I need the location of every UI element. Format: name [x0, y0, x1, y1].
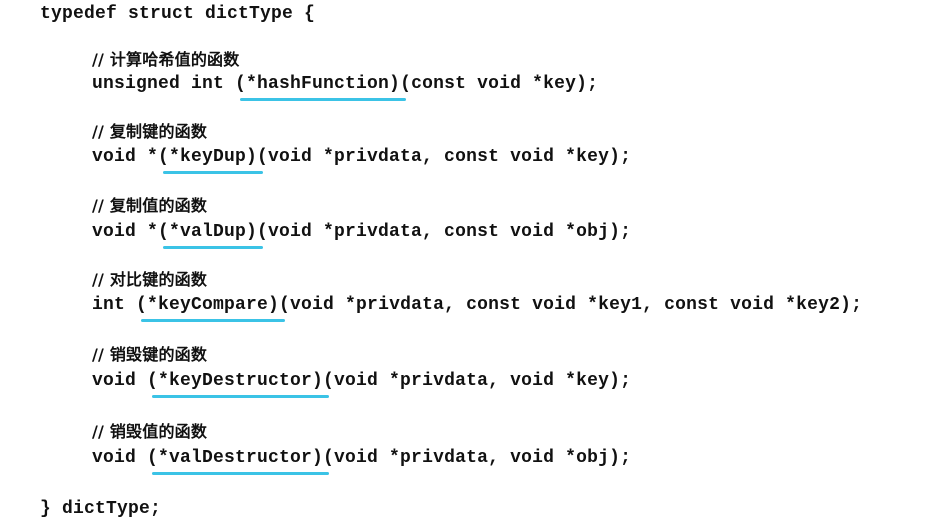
member-prefix: int ( — [92, 295, 148, 315]
member-val-dup: void *(*valDup)(void *privdata, const vo… — [92, 221, 632, 249]
struct-open-line: typedef struct dictType { — [40, 4, 316, 24]
comment-val-destructor: // 销毁值的函数 — [92, 422, 208, 441]
member-prefix: void *( — [92, 222, 170, 242]
member-prefix: void ( — [92, 448, 159, 468]
highlighted-name-key-compare: *keyCompare) — [141, 295, 286, 322]
member-params: (const void *key); — [400, 74, 599, 94]
comment-val-dup: // 复制值的函数 — [92, 196, 208, 215]
member-prefix: void ( — [92, 371, 159, 391]
highlighted-name-key-destructor: *keyDestructor) — [152, 371, 330, 398]
member-params: (void *privdata, void *key); — [323, 371, 632, 391]
member-hash-function: unsigned int (*hashFunction)(const void … — [92, 73, 599, 101]
comment-hash-function: // 计算哈希值的函数 — [92, 50, 240, 69]
highlighted-name-val-destructor: *valDestructor) — [152, 448, 330, 475]
member-params: (void *privdata, void *obj); — [323, 448, 632, 468]
member-key-compare: int (*keyCompare)(void *privdata, const … — [92, 294, 863, 322]
member-params: (void *privdata, const void *key); — [257, 147, 632, 167]
comment-key-dup: // 复制键的函数 — [92, 122, 208, 141]
member-params: (void *privdata, const void *key1, const… — [279, 295, 863, 315]
struct-close-line: } dictType; — [40, 499, 162, 519]
comment-key-compare: // 对比键的函数 — [92, 270, 208, 289]
member-params: (void *privdata, const void *obj); — [257, 222, 632, 242]
member-val-destructor: void (*valDestructor)(void *privdata, vo… — [92, 447, 632, 475]
highlighted-name-hash-function: *hashFunction) — [240, 74, 407, 101]
member-prefix: unsigned int ( — [92, 74, 247, 94]
comment-key-destructor: // 销毁键的函数 — [92, 345, 208, 364]
member-key-destructor: void (*keyDestructor)(void *privdata, vo… — [92, 370, 632, 398]
highlighted-name-key-dup: *keyDup) — [163, 147, 264, 174]
member-key-dup: void *(*keyDup)(void *privdata, const vo… — [92, 146, 632, 174]
highlighted-name-val-dup: *valDup) — [163, 222, 264, 249]
member-prefix: void *( — [92, 147, 170, 167]
